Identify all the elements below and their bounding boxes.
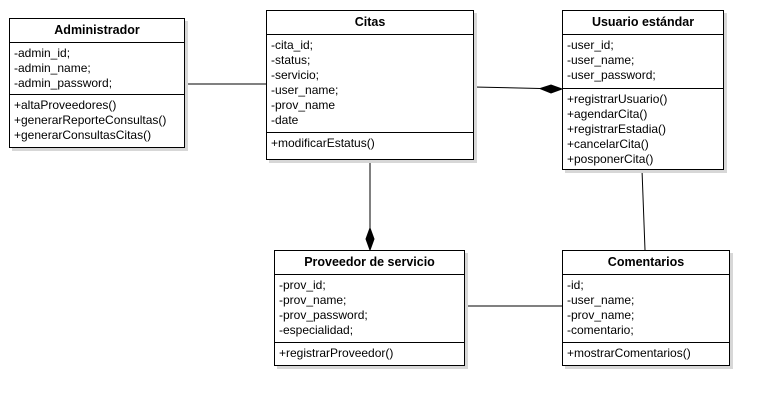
- method: +registrarProveedor(): [279, 346, 394, 360]
- method: +generarConsultasCitas(): [14, 128, 152, 142]
- attribute: -prov_id;: [279, 278, 326, 292]
- class-comentarios[interactable]: Comentarios -id; -user_name; -prov_name;…: [562, 250, 730, 366]
- methods-section: +registrarUsuario() +agendarCita() +regi…: [563, 89, 723, 170]
- attributes-section: -user_id; -user_name; -user_password;: [563, 35, 723, 89]
- attribute: -especialidad;: [279, 323, 354, 337]
- composition-line-citas-usuario: [473, 86, 541, 89]
- attribute: -prov_name: [271, 98, 336, 112]
- class-proveedor-servicio[interactable]: Proveedor de servicio -prov_id; -prov_na…: [274, 250, 465, 366]
- attribute: -prov_name;: [279, 293, 347, 307]
- methods-section: +altaProveedores() +generarReporteConsul…: [10, 95, 184, 146]
- attribute: -admin_id;: [14, 46, 71, 60]
- composition-diamond-usuario: [538, 84, 564, 94]
- class-title: Comentarios: [563, 251, 729, 275]
- method: +agendarCita(): [567, 107, 648, 121]
- method: +mostrarComentarios(): [567, 346, 691, 360]
- attribute: -admin_name;: [14, 61, 91, 75]
- attributes-section: -admin_id; -admin_name; -admin_password;: [10, 43, 184, 95]
- method: +registrarUsuario(): [567, 92, 668, 106]
- attribute: -comentario;: [567, 323, 634, 337]
- attributes-section: -prov_id; -prov_name; -prov_password; -e…: [275, 275, 464, 343]
- class-title: Usuario estándar: [563, 11, 723, 35]
- association-usuario-comentarios: [641, 169, 646, 251]
- class-administrador[interactable]: Administrador -admin_id; -admin_name; -a…: [9, 18, 185, 148]
- attribute: -cita_id;: [271, 38, 314, 52]
- composition-diamond-proveedor: [365, 226, 375, 252]
- class-citas[interactable]: Citas -cita_id; -status; -servicio; -use…: [266, 10, 474, 160]
- attributes-section: -cita_id; -status; -servicio; -user_name…: [267, 35, 473, 133]
- attribute: -user_name;: [567, 53, 635, 67]
- attribute: -date: [271, 113, 299, 127]
- method: +generarReporteConsultas(): [14, 113, 167, 127]
- attribute: -prov_name;: [567, 308, 635, 322]
- attributes-section: -id; -user_name; -prov_name; -comentario…: [563, 275, 729, 343]
- method: +cancelarCita(): [567, 137, 649, 151]
- attribute: -user_id;: [567, 38, 614, 52]
- methods-section: +modificarEstatus(): [267, 133, 473, 154]
- method: +modificarEstatus(): [271, 136, 375, 150]
- method: +posponerCita(): [567, 152, 654, 166]
- method: +altaProveedores(): [14, 98, 117, 112]
- attribute: -user_name;: [567, 293, 635, 307]
- class-title: Citas: [267, 11, 473, 35]
- attribute: -prov_password;: [279, 308, 368, 322]
- class-usuario-estandar[interactable]: Usuario estándar -user_id; -user_name; -…: [562, 10, 724, 170]
- attribute: -id;: [567, 278, 584, 292]
- attribute: -status;: [271, 53, 311, 67]
- attribute: -servicio;: [271, 68, 320, 82]
- methods-section: +registrarProveedor(): [275, 343, 464, 364]
- method: +registrarEstadia(): [567, 122, 667, 136]
- attribute: -admin_password;: [14, 76, 113, 90]
- attribute: -user_name;: [271, 83, 339, 97]
- class-title: Proveedor de servicio: [275, 251, 464, 275]
- class-title: Administrador: [10, 19, 184, 43]
- methods-section: +mostrarComentarios(): [563, 343, 729, 364]
- attribute: -user_password;: [567, 68, 656, 82]
